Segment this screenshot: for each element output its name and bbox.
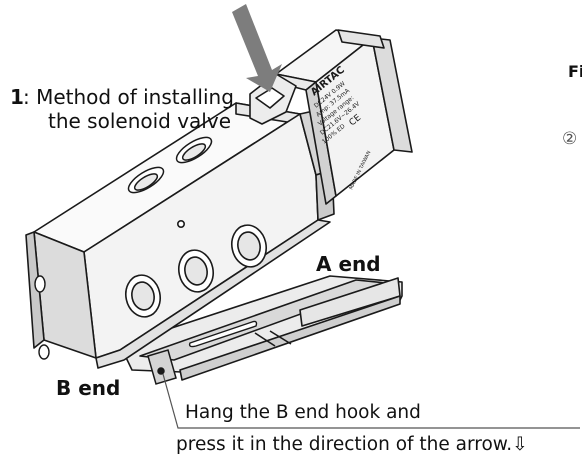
b-end-label: B end: [56, 376, 121, 400]
a-end-label: A end: [316, 252, 381, 276]
instruction-line-1: Hang the B end hook and: [185, 402, 421, 423]
figure-title-line-1: : Method of installing: [23, 85, 234, 109]
figure-step-number: 1: [10, 85, 24, 109]
b-end-hook: [147, 349, 177, 385]
cropped-figure-label: Fi: [568, 62, 582, 81]
top-ports: [127, 136, 213, 194]
figure-title-line-2: the solenoid valve: [48, 109, 232, 133]
instruction-line-2: press it in the direction of the arrow.⇩: [176, 434, 528, 455]
press-arrow-icon: [232, 4, 282, 92]
rail-slot: [188, 320, 258, 348]
b-end-ports: [34, 275, 50, 360]
front-ports: [125, 220, 267, 318]
leader-line: [162, 373, 580, 429]
cropped-step-marker: ②: [562, 129, 578, 149]
din-rail: [119, 275, 403, 381]
